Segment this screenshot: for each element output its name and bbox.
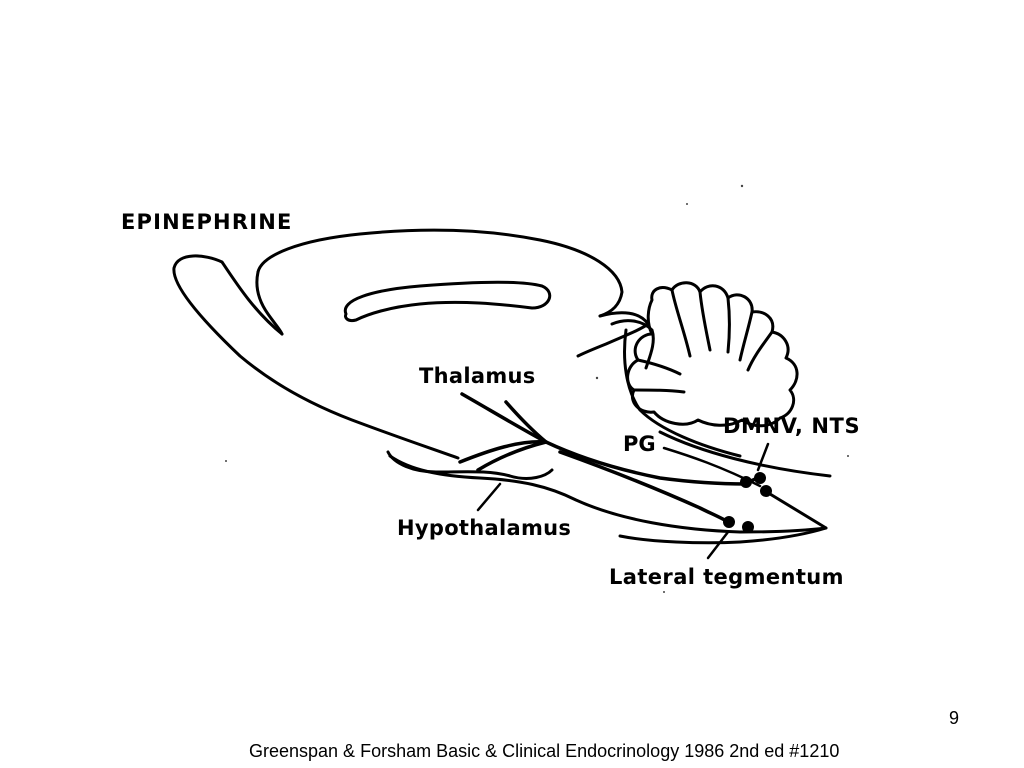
speckle-3 — [595, 376, 599, 380]
pointer-hypothalamus — [476, 482, 502, 512]
cerebellum-folia-7 — [632, 388, 686, 394]
label-hypothalamus: Hypothalamus — [397, 516, 572, 540]
speckle-2 — [686, 203, 688, 205]
speckle-1 — [740, 184, 744, 188]
posterior-cortex-fold-2 — [610, 319, 655, 370]
diagram-title: EPINEPHRINE — [121, 210, 293, 234]
olfactory-bulb-outline — [172, 254, 460, 460]
nucleus-lat-teg-1 — [723, 516, 735, 528]
brainstem-ventral — [388, 454, 828, 534]
citation: Greenspan & Forsham Basic & Clinical End… — [249, 741, 840, 761]
pointer-dmnv — [756, 442, 770, 472]
cerebellum-folia-2 — [698, 290, 712, 352]
posterior-cortex-fold — [576, 311, 650, 358]
cerebellum-folia-5 — [746, 330, 774, 372]
cerebellum-folia-4 — [738, 310, 754, 362]
speckle-6 — [225, 460, 227, 462]
cerebellum-folia-6 — [636, 358, 682, 376]
tract-hypothalamus-branch-2 — [476, 440, 548, 472]
pointer-lateral-tegmentum — [706, 530, 730, 560]
brainstem-dorsal — [658, 430, 832, 478]
label-dmnv-nts: DMNV, NTS — [723, 414, 861, 438]
tract-main — [460, 392, 748, 486]
pointer-pg — [662, 446, 762, 488]
nucleus-nts — [754, 472, 766, 484]
hypothalamus-bulge — [386, 450, 554, 480]
label-lateral-tegmentum: Lateral tegmentum — [609, 565, 844, 589]
tract-thalamus-branch — [504, 400, 548, 444]
tract-lateral — [558, 450, 730, 524]
label-pg: PG — [623, 432, 656, 456]
cortex-outline — [256, 228, 624, 318]
speckle-4 — [847, 455, 849, 457]
nucleus-lat-teg-2 — [742, 521, 754, 533]
label-thalamus: Thalamus — [419, 364, 536, 388]
cortex-front-curve — [255, 270, 284, 336]
medulla-tip — [618, 526, 828, 545]
page-number: 9 — [949, 708, 960, 728]
speckle-5 — [663, 591, 665, 593]
cerebellum-base — [623, 328, 742, 458]
corpus-callosum — [343, 280, 552, 322]
tract-hypothalamus-branch-1 — [458, 440, 548, 464]
cerebellum-folia-1 — [670, 288, 692, 358]
cerebellum-folia-3 — [726, 296, 731, 354]
cerebellum-outline — [626, 281, 799, 428]
nucleus-pg — [760, 485, 772, 497]
